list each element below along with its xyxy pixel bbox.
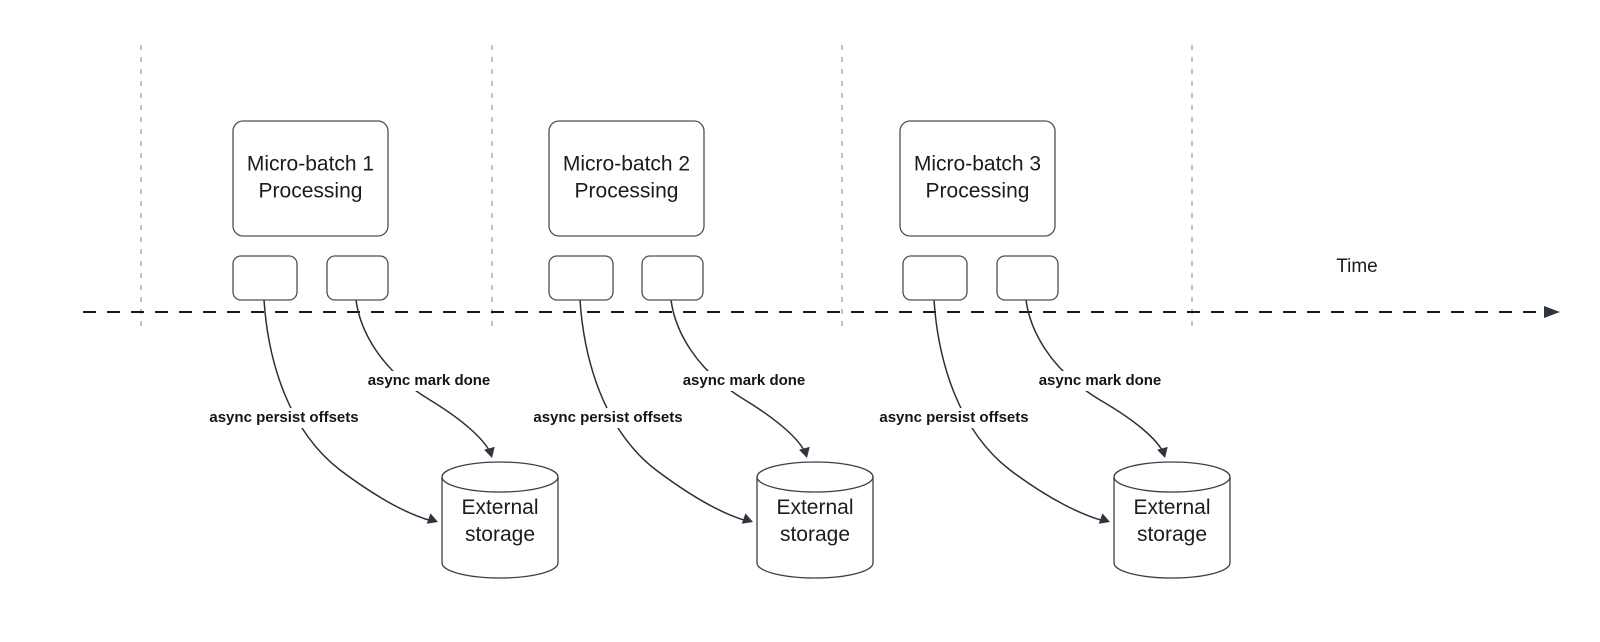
async-mark-done-edge-3-label: async mark done — [1039, 372, 1162, 389]
external-storage-cylinder-3[interactable] — [1113, 461, 1231, 579]
external-storage-cylinder-1[interactable] — [441, 461, 559, 579]
external-storage-label-2-line-2: storage — [780, 523, 850, 546]
async-mark-done-edge-3-arrowhead — [1157, 446, 1168, 458]
async-persist-offsets-edge-3-arrowhead — [1098, 513, 1110, 524]
micro-batch-box-1-line-1: Micro-batch 1 — [247, 153, 374, 176]
external-storage-cylinder-3-top-ellipse — [1113, 476, 1231, 493]
external-storage-label-3-line-2: storage — [1137, 523, 1207, 546]
time-axis-arrowhead — [1544, 306, 1560, 318]
external-storage-label-3-line-1: External — [1133, 496, 1210, 519]
async-mark-done-edge-1 — [355, 299, 491, 453]
external-storage-cylinder-2-top-ellipse — [756, 476, 874, 493]
micro-batch-box-2[interactable] — [548, 120, 705, 237]
async-persist-offsets-edge-2-label-backdrop — [516, 408, 700, 428]
async-mark-done-edge-2-label: async mark done — [683, 372, 806, 389]
edges-layer — [263, 299, 1168, 524]
async-persist-offsets-edge-1 — [263, 299, 433, 522]
task-box-1a[interactable] — [232, 255, 298, 301]
external-storage-label-1-line-1: External — [461, 496, 538, 519]
async-persist-offsets-edge-1-label-backdrop — [192, 408, 376, 428]
external-storage-label-1-line-2: storage — [465, 523, 535, 546]
micro-batch-box-3[interactable] — [899, 120, 1056, 237]
async-mark-done-edge-2-label-backdrop — [677, 371, 811, 391]
micro-batch-box-2-line-1: Micro-batch 2 — [563, 153, 690, 176]
async-persist-offsets-edge-2-label: async persist offsets — [533, 409, 682, 426]
async-persist-offsets-edge-1-label: async persist offsets — [209, 409, 358, 426]
micro-batch-box-3-line-2: Processing — [926, 180, 1030, 203]
edge-labels-layer: async persist offsets async mark done asyn… — [192, 371, 1167, 428]
async-mark-done-edge-1-label: async mark done — [368, 372, 491, 389]
micro-batch-box-1[interactable] — [232, 120, 389, 237]
time-axis-label: Time — [1336, 256, 1378, 277]
async-persist-offsets-edge-1-arrowhead — [426, 513, 438, 524]
async-persist-offsets-edge-2 — [579, 299, 748, 522]
micro-batch-box-1-line-2: Processing — [259, 180, 363, 203]
async-mark-done-edge-3-label-backdrop — [1033, 371, 1167, 391]
task-box-3b[interactable] — [996, 255, 1059, 301]
external-storage-cylinder-1-top-ellipse — [441, 476, 559, 493]
async-persist-offsets-edge-3 — [933, 299, 1105, 522]
micro-batch-box-2-line-2: Processing — [575, 180, 679, 203]
async-mark-done-edge-2-arrowhead — [799, 446, 810, 458]
micro-batch-box-3-line-1: Micro-batch 3 — [914, 153, 1041, 176]
task-box-2a[interactable] — [548, 255, 614, 301]
task-box-3a[interactable] — [902, 255, 968, 301]
async-persist-offsets-edge-2-arrowhead — [741, 513, 753, 524]
async-persist-offsets-edge-3-label: async persist offsets — [879, 409, 1028, 426]
external-storage-label-2-line-1: External — [776, 496, 853, 519]
task-box-2b[interactable] — [641, 255, 704, 301]
async-mark-done-edge-2 — [670, 299, 806, 453]
time-axis: Time — [83, 256, 1560, 318]
async-mark-done-edge-1-label-backdrop — [362, 371, 496, 391]
async-mark-done-edge-3 — [1025, 299, 1164, 453]
external-storage-cylinder-2[interactable] — [756, 461, 874, 579]
task-box-1b[interactable] — [326, 255, 389, 301]
async-persist-offsets-edge-3-label-backdrop — [862, 408, 1046, 428]
async-mark-done-edge-1-arrowhead — [484, 446, 495, 458]
